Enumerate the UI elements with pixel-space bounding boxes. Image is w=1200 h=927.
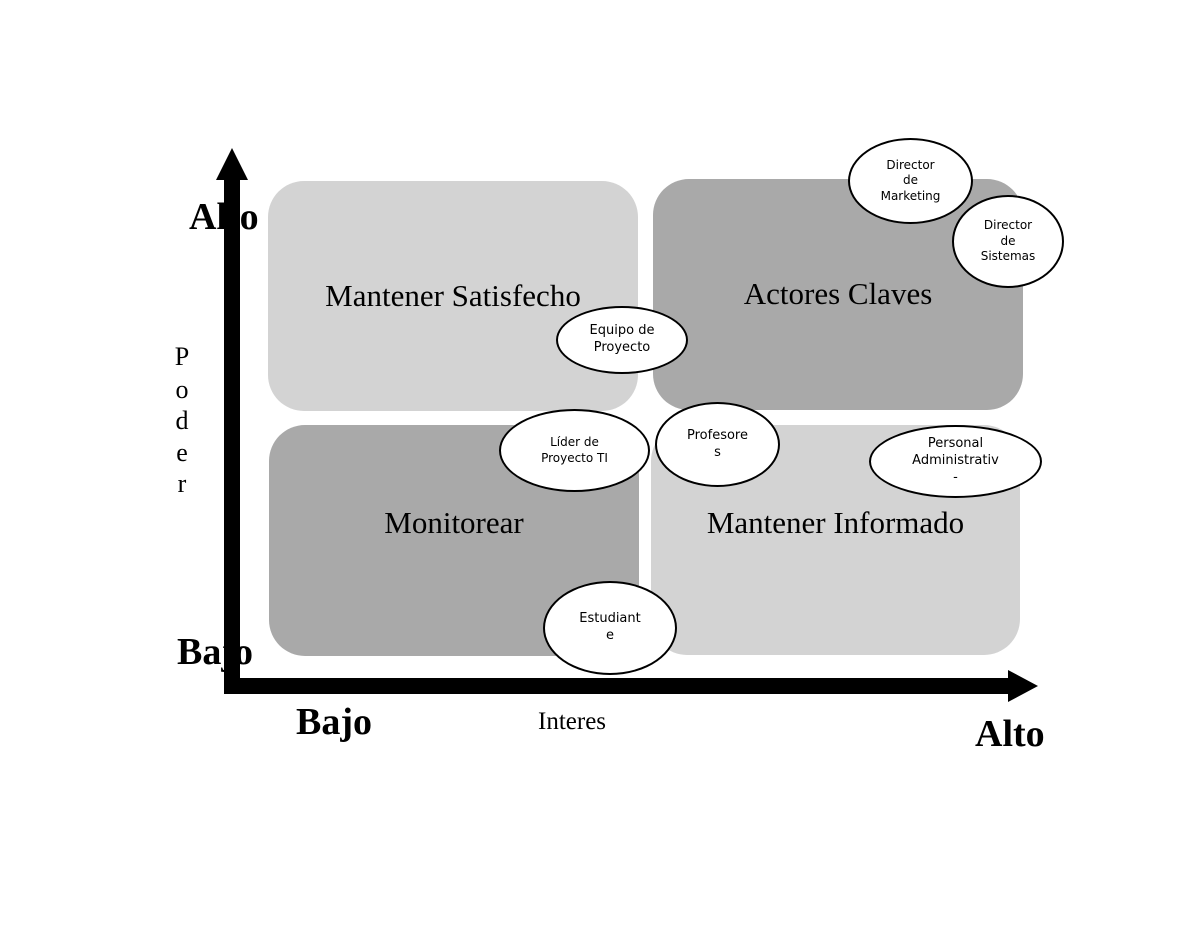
stakeholder-equipo-proyecto: Equipo de Proyecto [556, 306, 688, 374]
x-axis-title: Interes [538, 708, 607, 735]
x-axis-low-label: Bajo [296, 701, 372, 743]
y-axis-high-label: Alto [189, 196, 259, 238]
quadrant-label-actores-claves: Actores Claves [743, 276, 933, 311]
x-axis-line [224, 678, 1020, 694]
y-axis-line [224, 170, 240, 694]
y-axis-title-letter: r [177, 469, 187, 498]
x-axis-arrow-icon [1008, 670, 1038, 702]
y-axis-low-label: Bajo [177, 631, 253, 673]
quadrant-label-mantener-satisfecho: Mantener Satisfecho [325, 278, 581, 313]
stakeholder-lider-proyecto-ti: Líder de Proyecto TI [499, 409, 650, 492]
stakeholder-director-marketing: Director de Marketing [848, 138, 973, 224]
y-axis-title-letter: P [174, 342, 190, 371]
x-axis-high-label: Alto [975, 713, 1045, 755]
y-axis-title-letter: o [175, 375, 189, 404]
stakeholder-profesores: Profesore s [655, 402, 780, 487]
y-axis-title-letter: e [176, 438, 188, 467]
y-axis-arrow-icon [216, 148, 248, 180]
stakeholder-estudiante: Estudiant e [543, 581, 677, 675]
quadrant-mantener-satisfecho: Mantener Satisfecho [268, 181, 638, 411]
stakeholder-director-sistemas: Director de Sistemas [952, 195, 1064, 288]
quadrant-label-monitorear: Monitorear [384, 505, 524, 540]
quadrant-label-mantener-informado: Mantener Informado [706, 505, 965, 540]
y-axis-title-letter: d [175, 406, 189, 435]
stakeholder-personal-administrativo: Personal Administrativ - [869, 425, 1042, 498]
